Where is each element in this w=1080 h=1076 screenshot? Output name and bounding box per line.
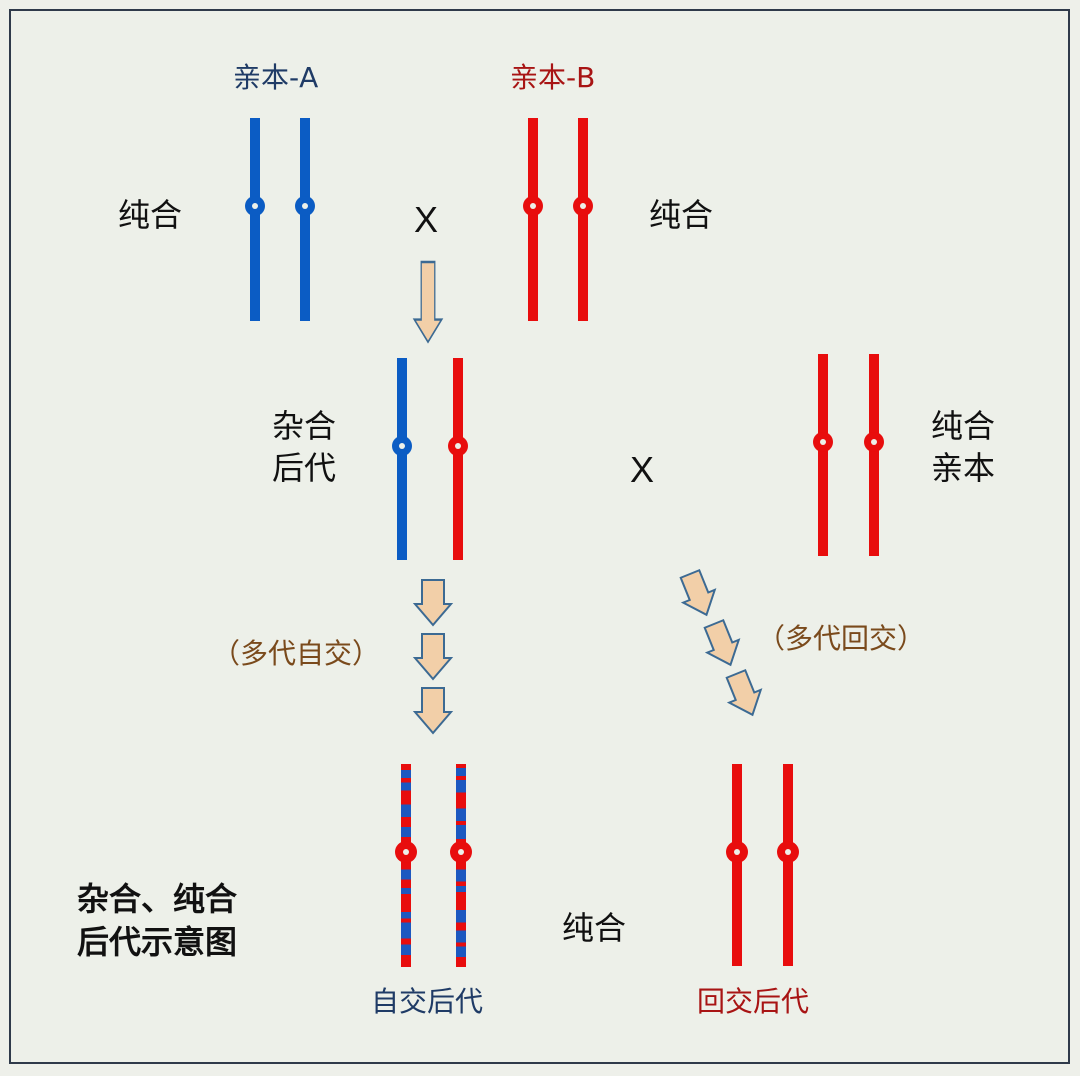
backcross-offspring-chromosomes	[726, 764, 799, 966]
diagram-title-line2: 后代示意图	[77, 923, 238, 961]
hybrid-label-line2: 后代	[272, 449, 337, 487]
selfing-offspring-chromosomes	[395, 764, 472, 967]
backcross-arrows	[679, 568, 763, 717]
selfing-offspring-label: 自交后代	[371, 985, 484, 1018]
down-arrow-icon	[412, 687, 454, 735]
chromosome-red	[813, 354, 833, 556]
chromosome-blue	[392, 358, 412, 560]
chromosome-red	[726, 764, 748, 966]
down-arrow-icon	[412, 579, 454, 627]
chromosome-red	[864, 354, 884, 556]
selfing-arrows	[412, 579, 454, 735]
diagonal-arrow-icon	[703, 618, 741, 667]
down-arrow-icon	[412, 260, 444, 344]
parent-b-homozygous-label: 纯合	[649, 196, 714, 234]
hybrid-chromosomes	[392, 358, 468, 560]
chromosome-mosaic	[395, 764, 417, 967]
cross-symbol-2: X	[630, 449, 655, 490]
cross-symbol: X	[414, 199, 439, 240]
chromosome-red	[448, 358, 468, 560]
pure-parent-label-line1: 纯合	[931, 407, 996, 445]
chromosome-red	[523, 118, 543, 321]
parent-a-label: 亲本-A	[233, 61, 319, 94]
parent-b-label: 亲本-B	[510, 61, 596, 94]
pure-parent-chromosomes	[813, 354, 884, 556]
chromosome-mosaic	[450, 764, 472, 967]
backcross-offspring-label: 回交后代	[697, 985, 810, 1018]
pure-parent-label-line2: 亲本	[931, 449, 996, 487]
parent-b-chromosomes	[523, 118, 593, 321]
backcross-process-label: （多代回交）	[757, 622, 926, 655]
chromosome-red	[777, 764, 799, 966]
parent-a-chromosomes	[245, 118, 315, 321]
diagram-title-line1: 杂合、纯合	[77, 880, 238, 918]
chromosome-red	[573, 118, 593, 321]
parent-a-homozygous-label: 纯合	[118, 196, 183, 234]
diagram-frame	[9, 9, 1070, 1064]
chromosome-blue	[245, 118, 265, 321]
chromosome-blue	[295, 118, 315, 321]
hybrid-label-line1: 杂合	[272, 407, 337, 445]
down-arrow-icon	[412, 633, 454, 681]
diagonal-arrow-icon	[725, 668, 763, 717]
selfing-process-label: （多代自交）	[212, 637, 381, 670]
diagonal-arrow-icon	[679, 568, 717, 617]
selfing-offspring-homozygous-label: 纯合	[562, 909, 627, 947]
